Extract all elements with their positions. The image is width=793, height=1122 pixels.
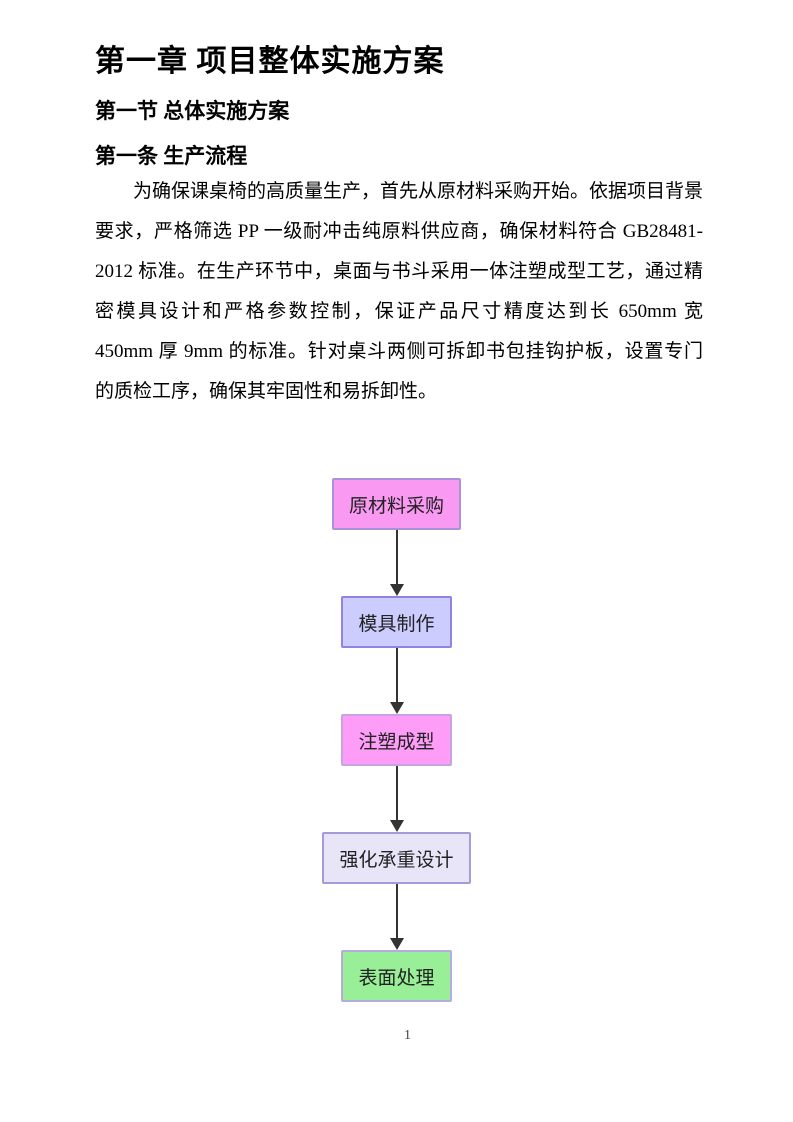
- down-arrow-icon: [389, 766, 405, 832]
- body-line: 要求，严格筛选 PP 一级耐冲击纯原料供应商，确保材料符合 GB28481-: [95, 221, 703, 242]
- body-line: 为确保课桌椅的高质量生产，首先从原材料采购开始。依据项目背景: [133, 181, 704, 202]
- flow-step: 原材料采购: [331, 478, 461, 530]
- down-arrow-icon: [389, 884, 405, 950]
- body-paragraph: 为确保课桌椅的高质量生产，首先从原材料采购开始。依据项目背景要求，严格筛选 PP…: [95, 172, 703, 412]
- article-heading: 第一条 生产流程: [95, 144, 248, 168]
- body-line: 密模具设计和严格参数控制，保证产品尺寸精度达到长 650mm 宽: [95, 301, 703, 322]
- flow-step: 模具制作: [341, 596, 452, 648]
- page-number: 1: [404, 1028, 411, 1043]
- chapter-heading: 第一章 项目整体实施方案: [95, 45, 445, 78]
- body-line: 的质检工序，确保其牢固性和易拆卸性。: [95, 381, 438, 402]
- flow-step: 强化承重设计: [322, 832, 471, 884]
- body-line: 2012 标准。在生产环节中，桌面与书斗采用一体注塑成型工艺，通过精: [95, 261, 703, 282]
- down-arrow-icon: [389, 530, 405, 596]
- section-heading: 第一节 总体实施方案: [95, 99, 290, 123]
- body-line: 450mm 厚 9mm 的标准。针对桌斗两侧可拆卸书包挂钩护板，设置专门: [95, 341, 703, 362]
- down-arrow-icon: [389, 648, 405, 714]
- flow-step: 表面处理: [341, 950, 452, 1002]
- flowchart: 原材料采购模具制作注塑成型强化承重设计表面处理: [0, 478, 793, 1002]
- flow-step: 注塑成型: [341, 714, 452, 766]
